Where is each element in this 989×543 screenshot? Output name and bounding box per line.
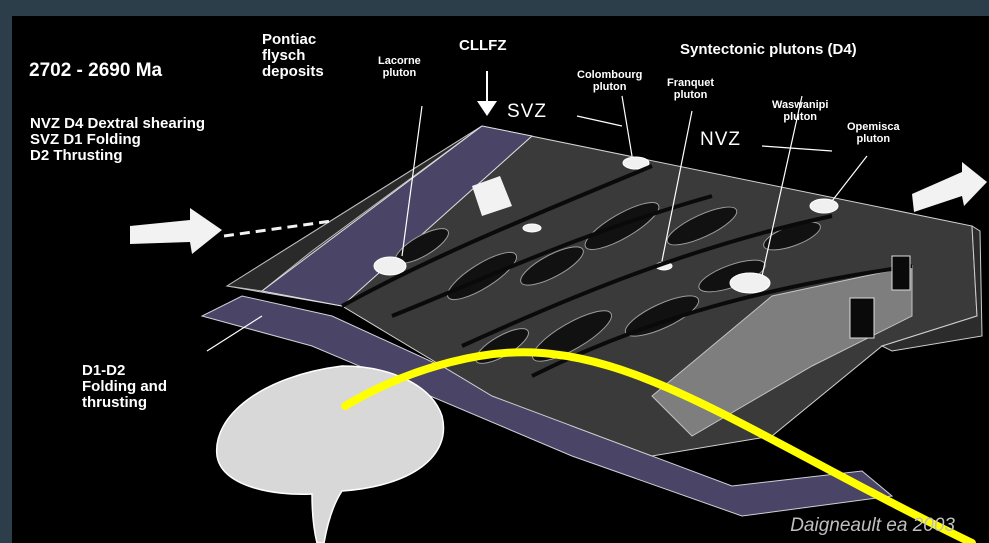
colombourg-label: Colombourg pluton — [577, 70, 642, 94]
side-box-symbol-2 — [892, 256, 910, 290]
franquet-label: Franquet pluton — [667, 78, 714, 102]
pontiac-label: Pontiac flysch deposits — [262, 32, 324, 81]
waswanipi-label: Waswanipi pluton — [772, 100, 828, 124]
side-box-symbol — [850, 298, 874, 338]
syntectonic-label: Syntectonic plutons (D4) — [680, 42, 857, 58]
cllfz-label: CLLFZ — [459, 38, 506, 54]
svz-label: SVZ — [507, 102, 547, 123]
cllfz-arrow-icon — [477, 71, 497, 116]
opemisca-label: Opemisca pluton — [847, 122, 900, 146]
credit-caption: Daigneault ea 2003 — [790, 515, 955, 537]
arrow-left-icon — [130, 208, 222, 254]
deep-pluton-bulb — [217, 366, 444, 543]
nvz-label: NVZ — [700, 130, 741, 151]
deformation-label: NVZ D4 Dextral shearing SVZ D1 Folding D… — [30, 116, 205, 165]
geologic-block-diagram — [12, 16, 989, 543]
lacorne-label: Lacorne pluton — [378, 56, 421, 80]
diagram-panel: 2702 - 2690 Ma NVZ D4 Dextral shearing S… — [12, 16, 989, 543]
d1d2-label: D1-D2 Folding and thrusting — [82, 363, 167, 412]
age-label: 2702 - 2690 Ma — [29, 61, 162, 82]
arrow-right-icon — [912, 162, 987, 212]
